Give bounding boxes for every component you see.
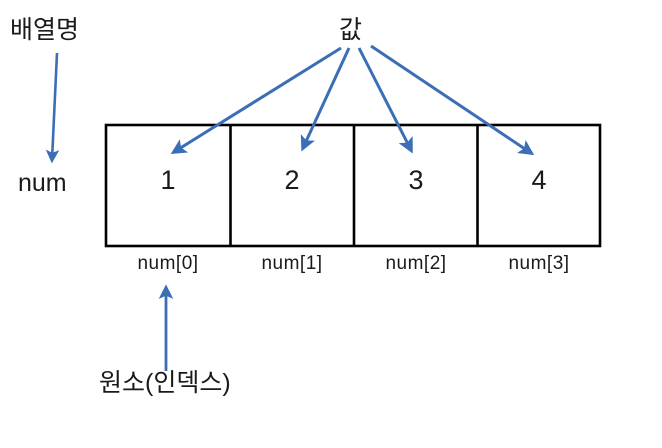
value-arrow-cell-3 — [370, 44, 535, 156]
array-name-value: num — [18, 169, 67, 197]
array-name-arrow — [45, 52, 60, 164]
value-arrow-cell-2 — [357, 47, 413, 154]
array-index-label-0: num[0] — [137, 253, 199, 274]
array-index-label-1: num[1] — [261, 253, 323, 274]
array-index-label-2: num[2] — [385, 253, 447, 274]
array-cell-value-2: 3 — [408, 165, 424, 195]
value-arrow-cell-1 — [300, 47, 351, 152]
array-name-caption: 배열명 — [10, 16, 80, 44]
array-cell-value-3: 4 — [531, 165, 547, 195]
array-cell-value-1: 2 — [284, 165, 300, 195]
array-index-label-3: num[3] — [508, 253, 570, 274]
value-caption: 값 — [339, 16, 363, 44]
array-cell-value-0: 1 — [160, 165, 176, 195]
value-arrow-cell-0 — [170, 46, 342, 155]
element-index-caption: 원소(인덱스) — [99, 369, 231, 397]
